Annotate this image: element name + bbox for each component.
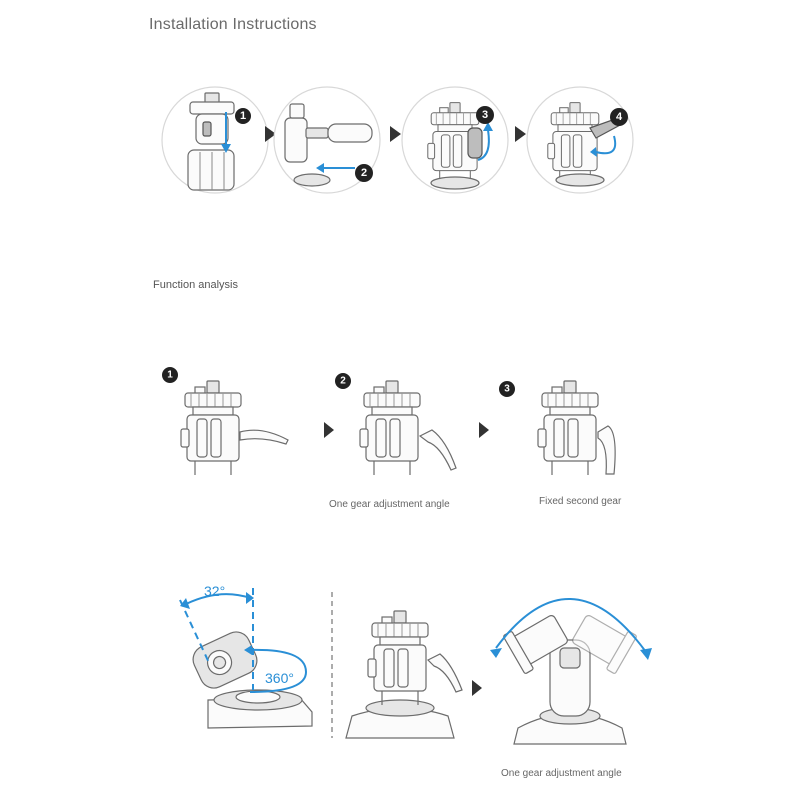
arrow-icon — [265, 126, 276, 142]
install-step-1-illustration: 1 — [161, 86, 269, 194]
caption-fixed-second-gear: Fixed second gear — [539, 496, 622, 507]
caption-one-gear: One gear adjustment angle — [329, 499, 450, 510]
install-step-1-number: 1 — [240, 110, 246, 122]
function-step-2-number: 2 — [340, 376, 346, 387]
function-step-3-illustration: 3 — [499, 380, 616, 476]
mount-on-base-illustration — [345, 610, 463, 739]
rotate-angle-label: 360° — [265, 670, 294, 686]
install-step-4-illustration: 4 — [526, 86, 634, 194]
arrow-icon — [472, 680, 482, 696]
rotation-angle-illustration: 32° 360° — [179, 583, 313, 729]
tilt-angle-label: 32° — [204, 583, 225, 599]
function-step-2-illustration: 2 — [335, 373, 457, 476]
page-title: Installation Instructions — [149, 16, 317, 33]
arrow-icon — [390, 126, 401, 142]
install-step-3-illustration: 3 — [401, 86, 509, 194]
gear-adjustment-illustration — [490, 598, 652, 745]
install-step-2-illustration: 2 — [273, 86, 381, 194]
arrow-icon — [515, 126, 526, 142]
arrow-icon — [479, 422, 489, 438]
caption-one-gear-bottom: One gear adjustment angle — [501, 768, 622, 779]
section-title: Function analysis — [153, 279, 238, 291]
install-step-3-number: 3 — [482, 109, 488, 121]
install-step-2-number: 2 — [361, 167, 367, 179]
install-step-4-number: 4 — [616, 111, 623, 123]
function-step-1-illustration: 1 — [162, 367, 289, 476]
arrow-icon — [324, 422, 334, 438]
function-step-1-number: 1 — [167, 370, 173, 381]
function-step-3-number: 3 — [504, 384, 510, 395]
